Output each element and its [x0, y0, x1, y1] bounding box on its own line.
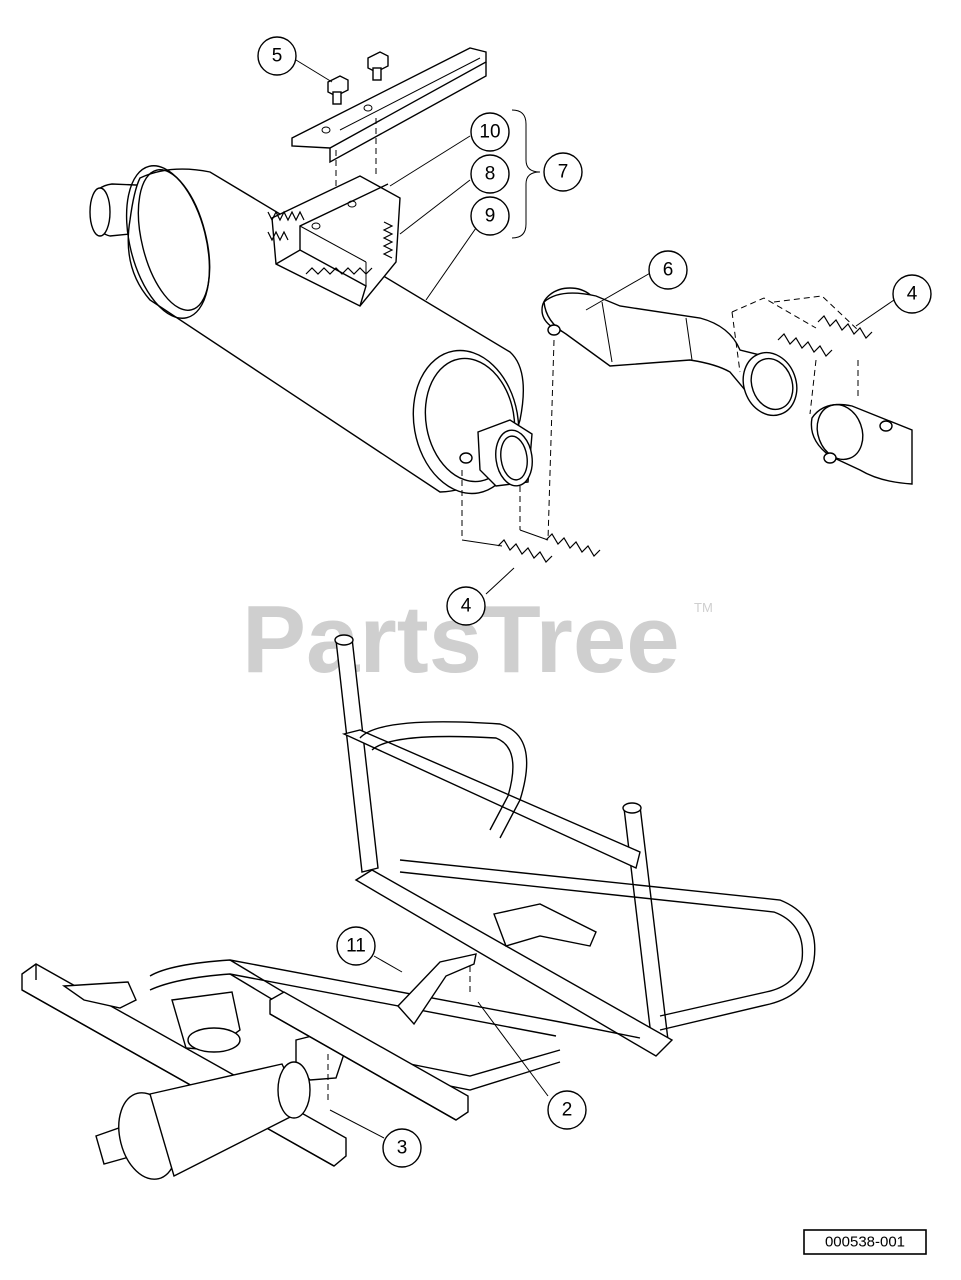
callout-10: 10	[470, 112, 510, 152]
tractor-frame	[149, 634, 816, 1091]
callout-11: 11	[336, 926, 376, 966]
callout-9: 9	[470, 196, 510, 236]
bolt-5b	[367, 51, 389, 81]
muffler	[89, 165, 533, 495]
spring-guides-bottom	[461, 339, 555, 547]
tail-pipe	[810, 403, 913, 485]
callout-3-label: 3	[397, 1138, 408, 1159]
callout-11-label: 11	[346, 936, 366, 957]
callout-4-bottom-label: 4	[461, 596, 472, 617]
reference-number: 000538-001	[825, 1234, 905, 1251]
spring-guides-top	[731, 295, 859, 415]
callout-10-label: 10	[479, 122, 500, 143]
mounting-plate	[291, 47, 487, 164]
callout-9-label: 9	[485, 206, 496, 227]
callout-4-bottom: 4	[446, 586, 486, 626]
trademark-mark: TM	[694, 600, 713, 615]
callout-6: 6	[648, 250, 688, 290]
callout-2: 2	[547, 1090, 587, 1130]
lower-muffler	[95, 1061, 311, 1180]
leader-lines	[295, 59, 895, 1139]
callout-2-label: 2	[562, 1100, 573, 1121]
callout-4-top: 4	[892, 274, 932, 314]
callout-7: 7	[543, 152, 583, 192]
callout-8: 8	[470, 154, 510, 194]
bracket-springs	[267, 210, 394, 275]
side-rail	[269, 991, 469, 1121]
callout-5-label: 5	[272, 46, 283, 67]
callout-4-top-label: 4	[907, 284, 918, 305]
callout-3: 3	[382, 1128, 422, 1168]
callout-5: 5	[257, 36, 297, 76]
springs-4-bottom	[497, 533, 601, 563]
heat-shield-bracket	[271, 175, 401, 307]
engine-mount	[171, 991, 241, 1053]
callout-8-label: 8	[485, 164, 496, 185]
callout-7-label: 7	[558, 162, 569, 183]
callout-6-label: 6	[663, 260, 674, 281]
bolt-5a	[327, 75, 349, 105]
reference-number-box: 000538-001	[803, 1229, 927, 1255]
springs-4-top	[777, 315, 873, 357]
exhaust-pipe	[541, 287, 798, 417]
